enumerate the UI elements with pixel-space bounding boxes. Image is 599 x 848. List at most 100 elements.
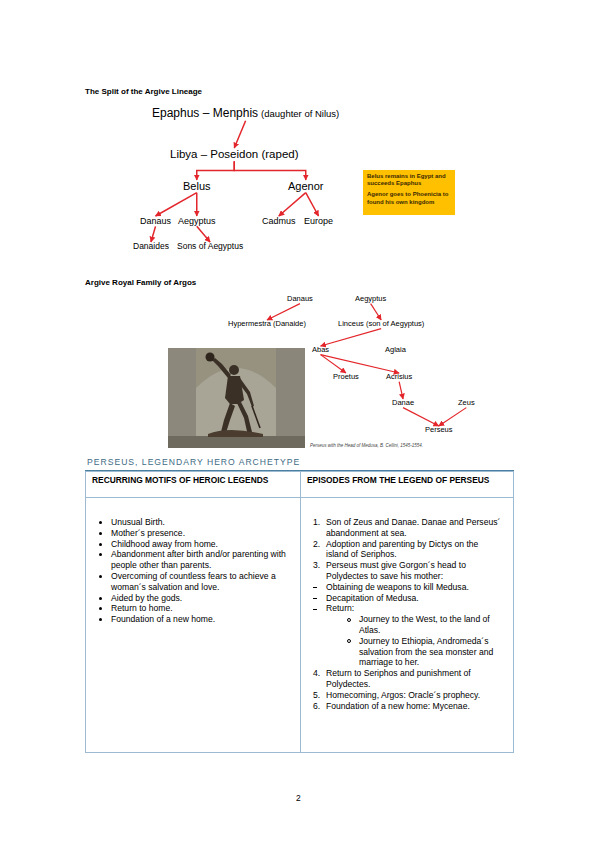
list-item: Aided by the gods. [111, 593, 292, 604]
node-text: Belus remains in Egypt and succeeds Epap… [367, 173, 451, 187]
list-item: Childhood away from home. [111, 539, 292, 550]
node-text: Perseus [425, 426, 453, 435]
lineage-arrow [197, 226, 210, 242]
bullet-dot [99, 521, 102, 524]
list-item: Foundation of a new home: Mycenae. [326, 701, 503, 712]
section-heading: Argive Royal Family of Argos [85, 278, 196, 287]
list-item: Unusual Birth. [111, 517, 292, 528]
list-item: Return to home. [111, 603, 292, 614]
node-text: Aegyptus [178, 216, 216, 226]
dash-marker [313, 587, 317, 588]
table-cell: EPISODES FROM THE LEGEND OF PERSEUS [300, 471, 514, 498]
lineage-arrow [399, 382, 403, 399]
list-row: Journey to the West, to the land of Atla… [309, 614, 503, 636]
node-text: Proetus [333, 373, 359, 382]
dash-marker [313, 609, 317, 610]
lineage-arrow [151, 226, 156, 242]
bullet-dot [99, 575, 102, 578]
statue-photo [168, 348, 305, 448]
table-cell: RECURRING MOTIFS OF HEROIC LEGENDS [85, 471, 301, 498]
list-row: Obtaining de weapons to kill Medusa. [309, 582, 503, 593]
dash-marker [313, 598, 317, 599]
photo-background [168, 348, 305, 448]
person-name: Danaus [287, 295, 313, 304]
person-name: Belus [183, 180, 211, 193]
section-heading: PERSEUS, LEGENDARY HERO ARCHETYPE [87, 457, 300, 467]
list-item: Overcoming of countless fears to achieve… [111, 571, 292, 593]
list-item: Abandonment after birth and/or parenting… [111, 549, 292, 571]
table-header: RECURRING MOTIFS OF HEROIC LEGENDS [92, 475, 294, 485]
lineage-arrow [321, 329, 382, 346]
list-item: Mother´s presence. [111, 528, 292, 539]
bullet-dot [99, 553, 102, 556]
person-name: Acrisius [386, 373, 412, 382]
list-row: Return to home. [94, 603, 292, 614]
bullet-dot [99, 597, 102, 600]
lineage-arrow [403, 408, 439, 426]
photo-column [276, 348, 305, 448]
node-text: Agenor [288, 180, 323, 193]
node-text: Aegyptus [355, 295, 386, 304]
person-name: Zeus [458, 399, 475, 408]
list-item: Obtaining de weapons to kill Medusa. [326, 582, 503, 593]
lineage-arrow [279, 193, 306, 216]
person-name: Proetus [333, 373, 359, 382]
photo-pedestal [168, 436, 305, 448]
connector-group [151, 121, 466, 426]
person-name: Perseus [425, 426, 453, 435]
node-text: Danae [392, 399, 414, 408]
lineage-arrow [197, 161, 234, 180]
node-text: Epaphus – Menphis [152, 107, 258, 121]
ancestor-couple: Epaphus – Menphis(daughter of Nilus) [152, 107, 339, 121]
list-number: 2. [313, 539, 320, 550]
node-text: Danaides [133, 242, 169, 252]
circle-bullet [347, 639, 351, 643]
list-item: Adoption and parenting by Dictys on the … [326, 539, 503, 561]
list-item: Return to Seriphos and punishment of Pol… [326, 668, 503, 690]
lineage-arrow [234, 121, 245, 148]
lineage-arrow [321, 355, 400, 373]
list-row: Return: [309, 603, 503, 614]
list-row: Journey to Ethiopia, Andromeda´s salvati… [309, 636, 503, 668]
figure-caption: Perseus with the Head of Medusa, B. Cell… [310, 443, 423, 448]
node-text: Linceus (son of Aegyptus) [338, 320, 424, 329]
list-item: Foundation of a new home. [111, 614, 292, 625]
descendant-name: Danaides [133, 242, 169, 252]
lineage-arrow [439, 408, 467, 426]
node-text: Danaus [287, 295, 313, 304]
list-row: Aided by the gods. [94, 593, 292, 604]
node-text: Agenor goes to Phoenicia to found his ow… [367, 191, 451, 205]
section-heading: The Split of the Argive Lineage [85, 87, 202, 96]
person-name: Europe [304, 216, 333, 226]
bullet-dot [99, 532, 102, 535]
list-number: 6. [313, 701, 320, 712]
person-name: Aegyptus [355, 295, 386, 304]
list-number: 4. [313, 668, 320, 679]
statue-head [229, 365, 239, 375]
list-item: Homecoming, Argos: Oracle´s prophecy. [326, 690, 503, 701]
person-name: Aglaia [385, 346, 406, 355]
photo-column [168, 348, 196, 448]
list-number: 3. [313, 560, 320, 571]
node-text: Abas [312, 346, 329, 355]
medusa-body [208, 430, 263, 437]
person-name: Aegyptus [178, 216, 216, 226]
note-box: Belus remains in Egypt and succeeds Epap… [363, 170, 455, 215]
ancestor-couple: Libya – Poseidon (raped) [170, 148, 299, 161]
list-row: 2. Adoption and parenting by Dictys on th… [309, 539, 503, 561]
lineage-arrow [234, 161, 305, 180]
lineage-arrow [371, 304, 382, 320]
statue-sword [252, 406, 260, 428]
node-text: (daughter of Nilus) [261, 109, 339, 120]
node-text: Libya – Poseidon (raped) [170, 148, 299, 161]
bullet-dot [99, 607, 102, 610]
list-row: 6. Foundation of a new home: Mycenae. [309, 701, 503, 712]
list-item: Return: [326, 603, 503, 614]
person-name: Agenor [288, 180, 323, 193]
list-row: 3. Perseus must give Gorgon´s head to Pol… [309, 560, 503, 582]
lineage-arrow [196, 193, 198, 216]
person-name: Linceus (son of Aegyptus) [338, 320, 424, 329]
node-text: Belus [183, 180, 211, 193]
list-item: Perseus must give Gorgon´s head to Polyd… [326, 560, 503, 582]
